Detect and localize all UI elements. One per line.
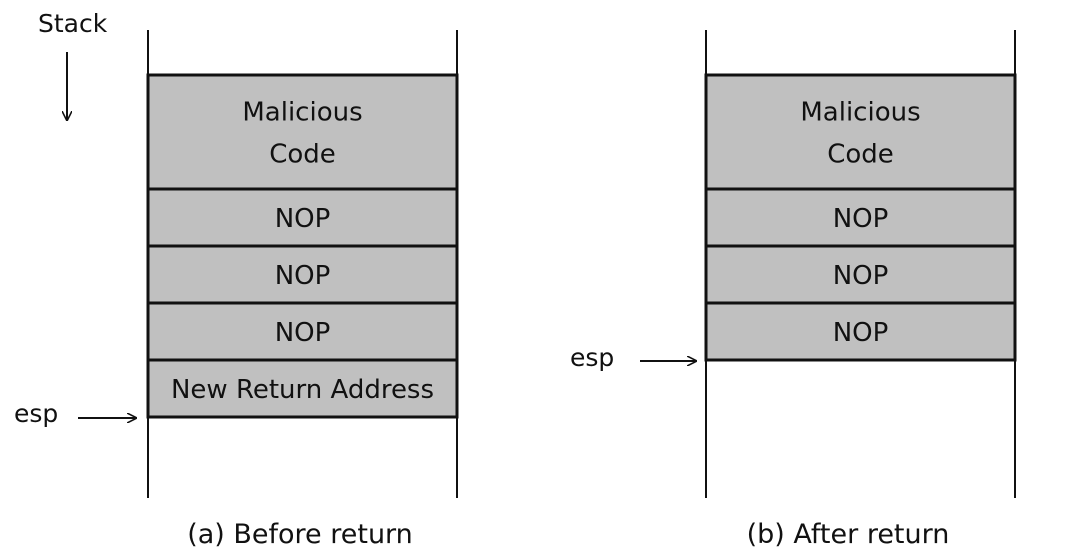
stack-cell — [704, 301, 1017, 362]
stack-cell-label: NOP — [833, 318, 889, 348]
stack-label: Stack — [38, 9, 108, 38]
stack-cell-label: Code — [269, 139, 336, 169]
stack-cell-label: Code — [827, 139, 894, 169]
stack-cell — [146, 301, 459, 362]
stack-cell-label: NOP — [275, 318, 331, 348]
stack-cell — [146, 187, 459, 248]
esp-label: esp — [570, 343, 614, 372]
stack-cell — [704, 187, 1017, 248]
stack-cell-label: Malicious — [800, 97, 920, 127]
stack-cell-label: NOP — [833, 204, 889, 234]
stack-cell — [146, 358, 459, 419]
stack-cell — [704, 244, 1017, 305]
stack-cell-label: NOP — [275, 204, 331, 234]
stack-cell-label: NOP — [275, 261, 331, 291]
stack-cell-label: Malicious — [242, 97, 362, 127]
esp-label: esp — [14, 399, 58, 428]
stack-cell-label: NOP — [833, 261, 889, 291]
caption: (a) Before return — [187, 519, 413, 550]
stack-cell-label: New Return Address — [171, 375, 434, 405]
stack-cell — [704, 73, 1017, 191]
stack-cell — [146, 244, 459, 305]
caption: (b) After return — [747, 519, 950, 550]
stack-cell — [146, 73, 459, 191]
